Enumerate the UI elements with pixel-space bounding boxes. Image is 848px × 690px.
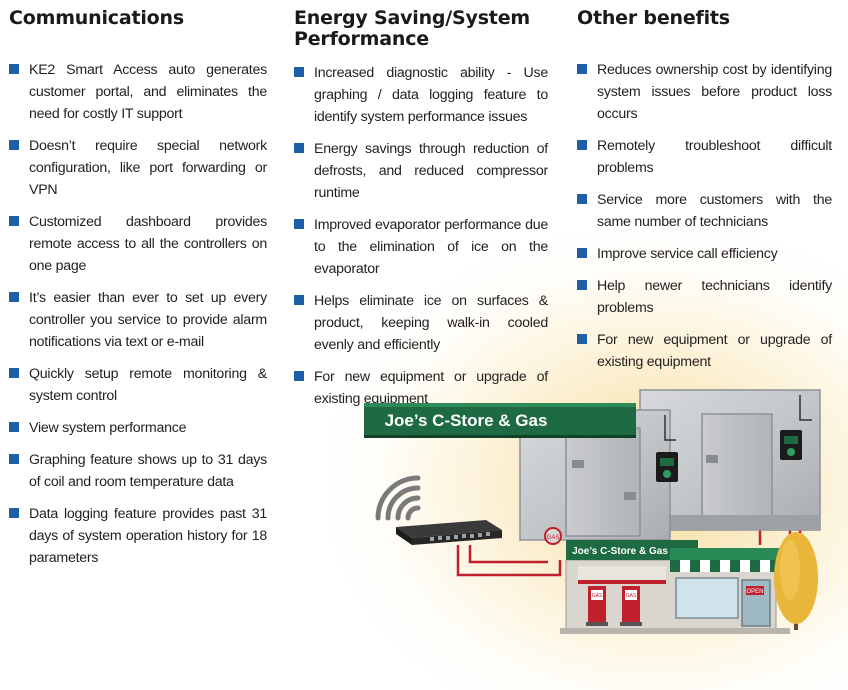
list-item-text: Increased diagnostic ability - Use graph… (314, 65, 548, 125)
square-bullet-icon (9, 140, 19, 150)
list-item: Improve service call efficiency (577, 243, 832, 265)
network-switch-icon (396, 520, 502, 545)
square-bullet-icon (9, 292, 19, 302)
square-bullet-icon (9, 216, 19, 226)
square-bullet-icon (9, 368, 19, 378)
communications-column: Communications KE2 Smart Access auto gen… (9, 8, 267, 579)
square-bullet-icon (577, 194, 587, 204)
storefront-sign-text: Joe’s C-Store & Gas (572, 546, 668, 557)
list-item-text: Service more customers with the same num… (597, 192, 832, 230)
list-item-text: Reduces ownership cost by identifying sy… (597, 62, 832, 122)
list-item: Energy savings through reduction of defr… (294, 138, 548, 204)
gas-badge-text: GAS (547, 535, 560, 541)
list-item: For new equipment or upgrade of existing… (577, 329, 832, 373)
list-item-text: For new equipment or upgrade of existing… (597, 332, 832, 370)
list-item: Quickly setup remote monitoring & system… (9, 363, 267, 407)
list-item: Doesn’t require special network configur… (9, 135, 267, 201)
list-item-text: Energy savings through reduction of defr… (314, 141, 548, 201)
wifi-icon (375, 475, 421, 521)
square-bullet-icon (294, 219, 304, 229)
gas-pump-label: GAS (626, 593, 637, 599)
column-heading: Communications (9, 7, 184, 29)
list-item: Reduces ownership cost by identifying sy… (577, 59, 832, 125)
list-item: View system performance (9, 417, 267, 439)
list-item-text: Customized dashboard provides remote acc… (29, 214, 267, 274)
bullet-list: KE2 Smart Access auto generates customer… (9, 59, 267, 569)
list-item-text: View system performance (29, 420, 187, 436)
list-item-text: Data logging feature provides past 31 da… (29, 506, 267, 566)
list-item-text: Graphing feature shows up to 31 days of … (29, 452, 267, 490)
other-benefits-column: Other benefits Reduces ownership cost by… (577, 8, 832, 383)
square-bullet-icon (294, 143, 304, 153)
list-item-text: Quickly setup remote monitoring & system… (29, 366, 267, 404)
list-item-text: KE2 Smart Access auto generates customer… (29, 62, 267, 122)
list-item-text: Help newer technicians identify problems (597, 278, 832, 316)
square-bullet-icon (9, 454, 19, 464)
list-item-text: Helps eliminate ice on surfaces & produc… (314, 293, 548, 353)
open-sign-text: OPEN (746, 589, 763, 595)
gas-pump-icon: GAS (586, 586, 608, 626)
square-bullet-icon (9, 508, 19, 518)
square-bullet-icon (294, 295, 304, 305)
list-item: Data logging feature provides past 31 da… (9, 503, 267, 569)
square-bullet-icon (294, 371, 304, 381)
ground (560, 628, 790, 634)
list-item: Improved evaporator performance due to t… (294, 214, 548, 280)
list-item: Increased diagnostic ability - Use graph… (294, 62, 548, 128)
column-heading: Energy Saving/System Performance (294, 7, 530, 50)
square-bullet-icon (577, 64, 587, 74)
square-bullet-icon (9, 422, 19, 432)
square-bullet-icon (577, 334, 587, 344)
list-item-text: Doesn’t require special network configur… (29, 138, 267, 198)
column-heading: Other benefits (577, 7, 730, 29)
energy-saving-column: Energy Saving/System Performance Increas… (294, 8, 548, 420)
list-item: It’s easier than ever to set up every co… (9, 287, 267, 353)
gas-pump-label: GAS (592, 593, 603, 599)
list-item: Service more customers with the same num… (577, 189, 832, 233)
square-bullet-icon (577, 280, 587, 290)
bullet-list: Reduces ownership cost by identifying sy… (577, 59, 832, 373)
store-sign-banner: Joe’s C-Store & Gas (364, 403, 636, 438)
list-item-text: Improve service call efficiency (597, 246, 778, 262)
square-bullet-icon (577, 248, 587, 258)
open-sign-icon (746, 586, 764, 595)
square-bullet-icon (9, 64, 19, 74)
list-item: Help newer technicians identify problems (577, 275, 832, 319)
list-item: KE2 Smart Access auto generates customer… (9, 59, 267, 125)
list-item-text: It’s easier than ever to set up every co… (29, 290, 267, 350)
list-item: Helps eliminate ice on surfaces & produc… (294, 290, 548, 356)
list-item-text: Improved evaporator performance due to t… (314, 217, 548, 277)
gas-pump-icon: GAS (620, 586, 642, 626)
list-item: Customized dashboard provides remote acc… (9, 211, 267, 277)
striped-awning-icon (670, 560, 780, 572)
store-illustration: GAS Joe’s C-Store & Gas Joe’s C-Store & … (364, 389, 821, 634)
tree-icon (774, 532, 818, 630)
list-item: Remotely troubleshoot difficult problems (577, 135, 832, 179)
store-sign-text: Joe’s C-Store & Gas (385, 411, 548, 430)
square-bullet-icon (577, 140, 587, 150)
list-item-text: Remotely troubleshoot difficult problems (597, 138, 832, 176)
bullet-list: Increased diagnostic ability - Use graph… (294, 62, 548, 410)
list-item: Graphing feature shows up to 31 days of … (9, 449, 267, 493)
square-bullet-icon (294, 67, 304, 77)
